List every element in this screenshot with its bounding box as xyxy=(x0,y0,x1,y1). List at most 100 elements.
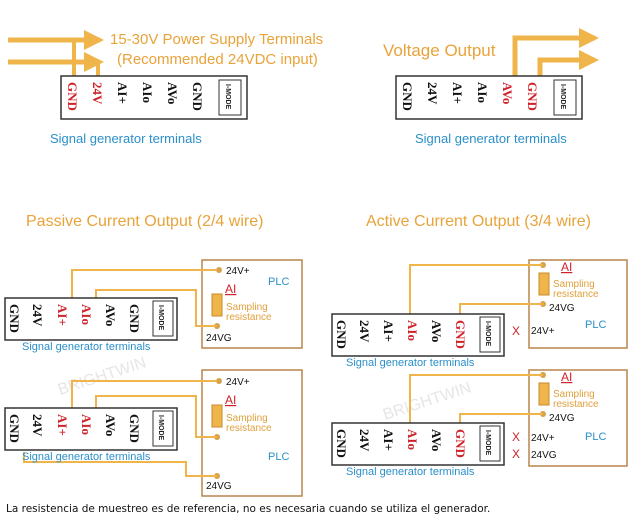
wire xyxy=(71,269,217,300)
sampling-resistor xyxy=(211,404,223,428)
sampling-label: resistance xyxy=(553,399,599,410)
terminal-label: AI+ xyxy=(115,82,130,104)
pin-label: 24VG xyxy=(549,303,575,314)
panel-active-current-3wire: AI Sampling resistance 24VG PLC 24V+ X G… xyxy=(331,259,628,369)
sampling-resistor xyxy=(211,293,223,317)
terminal-caption: Signal generator terminals xyxy=(22,451,151,463)
x-mark: X xyxy=(512,430,520,444)
terminal-label: AVo xyxy=(500,82,515,104)
plc-label: PLC xyxy=(268,276,289,288)
terminal-label: 24V xyxy=(90,82,105,105)
terminal-label: AIo xyxy=(405,429,420,450)
pin-label: 24V+ xyxy=(226,266,250,277)
ai-label: AI xyxy=(225,282,236,296)
terminal-caption: Signal generator terminals xyxy=(346,357,475,369)
terminal-label: GND xyxy=(65,82,80,111)
section-title-active: Active Current Output (3/4 wire) xyxy=(366,213,591,230)
terminal-label: AIo xyxy=(405,320,420,341)
terminal-block xyxy=(4,407,178,451)
sampling-label: resistance xyxy=(226,312,272,323)
terminal-label: GND xyxy=(127,304,142,333)
pin-label: 24VG xyxy=(206,481,232,492)
pin-label: 24VG xyxy=(206,333,232,344)
terminal-label: GND xyxy=(190,82,205,111)
terminal-label: 24V xyxy=(30,304,45,327)
pin-label: 24V+ xyxy=(226,377,250,388)
mode-label: I-MODE xyxy=(484,321,491,347)
terminal-block xyxy=(4,297,178,341)
mode-label: I-MODE xyxy=(157,305,164,331)
pin-label: 24V+ xyxy=(531,433,555,444)
sampling-resistor xyxy=(538,272,550,296)
mode-label: I-MODE xyxy=(559,84,566,110)
sampling-resistor xyxy=(538,382,550,406)
section-title-passive: Passive Current Output (2/4 wire) xyxy=(26,213,263,230)
terminal-label: AVo xyxy=(165,82,180,104)
terminal-caption: Signal generator terminals xyxy=(346,466,475,478)
terminal-caption: Signal generator terminals xyxy=(415,131,567,146)
panel-title: Voltage Output xyxy=(383,41,496,60)
plc-label: PLC xyxy=(585,431,606,443)
panel-power-supply: 15-30V Power Supply Terminals (Recommend… xyxy=(8,30,323,146)
wire xyxy=(459,413,543,424)
pin-label: 24VG xyxy=(531,450,557,461)
wire xyxy=(71,380,217,410)
terminal-label: GND xyxy=(525,82,540,111)
plc-label: PLC xyxy=(585,319,606,331)
terminal-label: AVo xyxy=(429,429,444,451)
terminal-label: AIo xyxy=(79,304,94,325)
terminal-label: AIo xyxy=(79,414,94,435)
watermark: BRIGHTWIN xyxy=(56,354,148,398)
terminal-label: AVo xyxy=(103,304,118,326)
terminal-label: AVo xyxy=(103,414,118,436)
wire xyxy=(95,395,217,438)
mode-label: I-MODE xyxy=(157,415,164,441)
terminal-label: AI+ xyxy=(450,82,465,104)
wire xyxy=(409,374,543,424)
wire xyxy=(23,452,217,477)
sampling-label: Sampling xyxy=(553,389,595,400)
plc-label: PLC xyxy=(268,451,289,463)
footer-note: La resistencia de muestreo es de referen… xyxy=(6,503,491,515)
terminal-label: GND xyxy=(334,320,349,349)
terminal-label: AIo xyxy=(475,82,490,103)
terminal-label: AI+ xyxy=(55,304,70,326)
ai-label: AI xyxy=(225,393,236,407)
terminal-label: GND xyxy=(7,304,22,333)
terminal-block xyxy=(60,75,248,120)
terminal-caption: Signal generator terminals xyxy=(22,341,151,353)
panel-passive-current-2wire: 24V+ PLC AI Sampling resistance 24VG GND… xyxy=(4,259,303,353)
sampling-label: Sampling xyxy=(226,413,268,424)
terminal-label: 24V xyxy=(357,429,372,452)
terminal-block xyxy=(395,75,583,120)
sampling-label: Sampling xyxy=(226,302,268,313)
terminal-label: GND xyxy=(453,320,468,349)
terminal-label: AIo xyxy=(140,82,155,103)
terminal-label: 24V xyxy=(357,320,372,343)
terminal-label: GND xyxy=(453,429,468,458)
terminal-label: 24V xyxy=(425,82,440,105)
terminal-label: AI+ xyxy=(381,429,396,451)
wire xyxy=(95,289,217,327)
panel-passive-current-4wire: 24V+ AI Sampling resistance PLC 24VG GND… xyxy=(4,369,303,497)
sampling-label: Sampling xyxy=(553,279,595,290)
terminal-label: GND xyxy=(334,429,349,458)
panel-subtitle: (Recommended 24VDC input) xyxy=(117,51,318,68)
pin-label: 24VG xyxy=(549,413,575,424)
sampling-label: resistance xyxy=(553,289,599,300)
terminal-caption: Signal generator terminals xyxy=(50,131,202,146)
pin-label: 24V+ xyxy=(531,326,555,337)
sampling-label: resistance xyxy=(226,423,272,434)
mode-label: I-MODE xyxy=(484,430,491,456)
wire xyxy=(409,264,543,315)
terminal-label: 24V xyxy=(30,414,45,437)
panel-title: 15-30V Power Supply Terminals xyxy=(110,31,323,48)
ai-label: AI xyxy=(561,370,572,384)
wire xyxy=(459,303,543,315)
terminal-block xyxy=(331,313,505,357)
panel-voltage-output: Voltage Output GND 24V AI+ AIo AVo GND I… xyxy=(383,28,599,146)
terminal-label: GND xyxy=(7,414,22,443)
terminal-block xyxy=(331,422,505,466)
terminal-label: GND xyxy=(127,414,142,443)
